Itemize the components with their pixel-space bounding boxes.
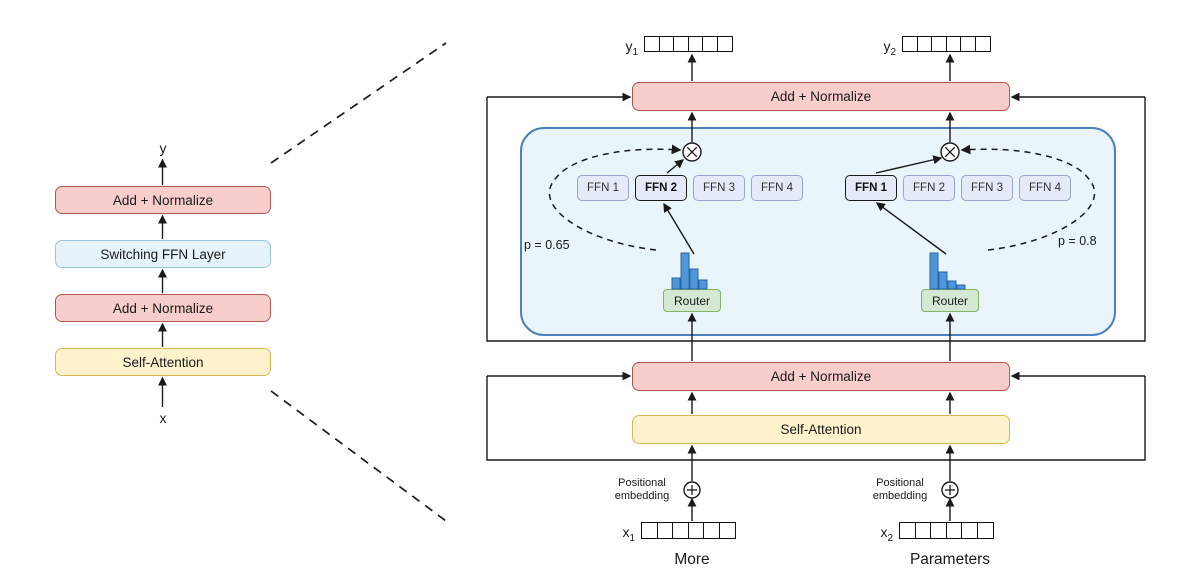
left-input-label: x	[159, 410, 167, 426]
vector-cell	[672, 522, 689, 539]
plus-icon-2	[941, 481, 959, 499]
vector-cell	[687, 522, 705, 539]
gate-probability-label-2: p = 0.8	[1058, 234, 1097, 248]
positional-line1: Positional	[876, 477, 924, 489]
positional-embedding-label-2: Positional embedding	[862, 477, 938, 503]
y2-base: y	[883, 38, 891, 54]
vector-cell	[914, 522, 932, 539]
add-normalize-middle: Add + Normalize	[632, 362, 1010, 391]
vector-cell	[930, 522, 947, 539]
left-add-normalize-lower: Add + Normalize	[55, 294, 271, 322]
vector-cell	[641, 522, 658, 539]
ffn-1-token-1: FFN 1	[577, 175, 629, 201]
vector-cell	[703, 522, 720, 539]
y1-base: y	[625, 38, 633, 54]
input-label-x2: x2	[855, 524, 893, 544]
ffn-4-token-1: FFN 4	[751, 175, 803, 201]
router-token-1: Router	[663, 289, 721, 312]
y1-sub: 1	[632, 46, 638, 58]
output-label-y1: y1	[600, 38, 638, 58]
vector-cell	[945, 522, 963, 539]
left-add-normalize-upper: Add + Normalize	[55, 186, 271, 214]
gate-probability-label-1: p = 0.65	[524, 238, 570, 252]
zoom-dashed-lines	[270, 42, 447, 522]
x1-base: x	[622, 524, 630, 540]
ffn-2-token-2: FFN 2	[903, 175, 955, 201]
left-self-attention: Self-Attention	[55, 348, 271, 376]
vector-cell	[899, 522, 916, 539]
zoom-line-top	[270, 42, 447, 164]
ffn-2-token-1: FFN 2	[635, 175, 687, 201]
left-switching-ffn-layer: Switching FFN Layer	[55, 240, 271, 268]
output-vector-y1	[644, 36, 733, 52]
x2-base: x	[880, 524, 888, 540]
y2-sub: 2	[890, 46, 896, 58]
positional-line2: embedding	[872, 490, 928, 502]
output-vector-y2	[902, 36, 991, 52]
input-word-1: More	[674, 551, 710, 568]
ffn-3-token-2: FFN 3	[961, 175, 1013, 201]
vector-cell	[961, 522, 978, 539]
input-vector-x1	[641, 522, 736, 539]
positional-embedding-label-1: Positional embedding	[604, 477, 680, 503]
positional-line2: embedding	[614, 490, 670, 502]
ffn-3-token-1: FFN 3	[693, 175, 745, 201]
x2-sub: 2	[887, 532, 893, 544]
vector-cell	[974, 36, 991, 52]
input-word-2: Parameters	[909, 551, 991, 568]
vector-cell	[976, 522, 994, 539]
zoom-line-bottom	[270, 390, 447, 522]
output-label-y2: y2	[858, 38, 896, 58]
ffn-4-token-2: FFN 4	[1019, 175, 1071, 201]
vector-cell	[656, 522, 674, 539]
vector-cell	[718, 522, 736, 539]
x1-sub: 1	[629, 532, 635, 544]
plus-icon-1	[683, 481, 701, 499]
ffn-1-token-2: FFN 1	[845, 175, 897, 201]
left-output-label: y	[159, 140, 167, 156]
switching-ffn-layer-container	[520, 127, 1116, 336]
add-normalize-top: Add + Normalize	[632, 82, 1010, 111]
positional-line1: Positional	[618, 477, 666, 489]
router-token-2: Router	[921, 289, 979, 312]
input-label-x1: x1	[597, 524, 635, 544]
input-vector-x2	[899, 522, 994, 539]
self-attention-box: Self-Attention	[632, 415, 1010, 444]
vector-cell	[716, 36, 733, 52]
